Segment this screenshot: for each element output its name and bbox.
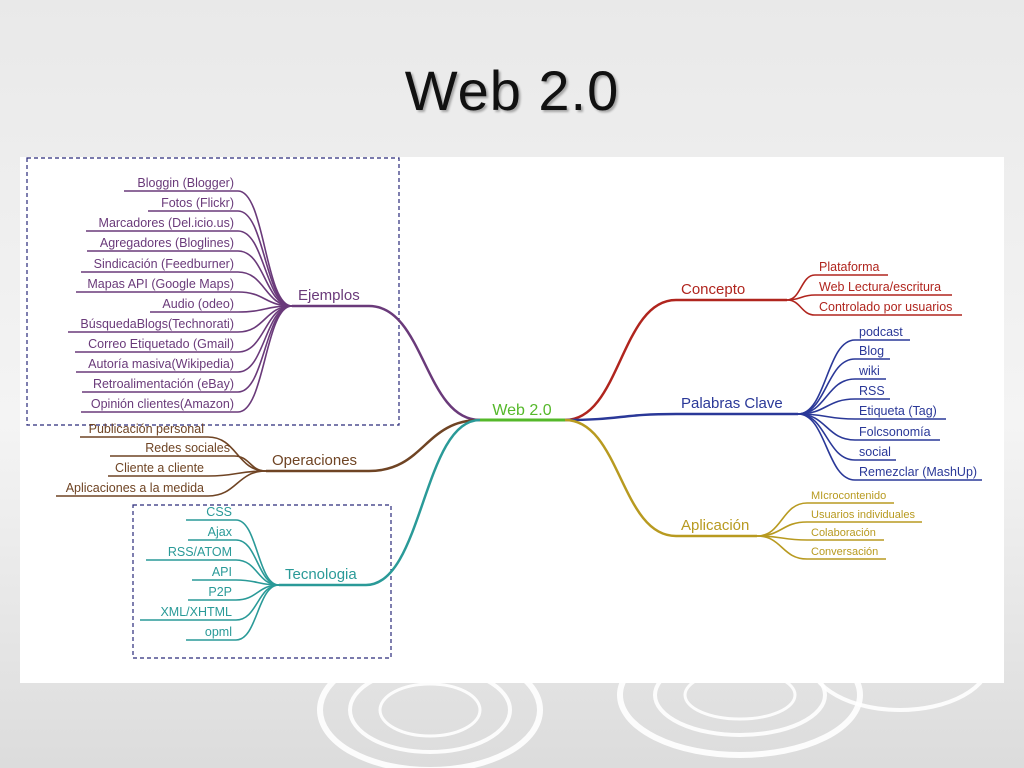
ejemplos-branch-edge <box>368 304 481 422</box>
operaciones-node-label: Operaciones <box>272 452 357 469</box>
operaciones-leaf-edge <box>233 455 267 472</box>
concepto-leaf-edge <box>786 274 816 301</box>
palabras-leaf-edge <box>797 378 856 415</box>
ejemplos-leaf-edge <box>237 305 293 413</box>
palabras-item: social <box>859 445 891 459</box>
tecnologia-group-box <box>132 504 392 659</box>
palabras-item: Remezclar (MashUp) <box>859 465 977 479</box>
tecnologia-item: Ajax <box>208 525 233 539</box>
palabras-branch-edge <box>564 412 677 422</box>
tecnologia-leaf-edge <box>235 584 280 621</box>
mindmap-panel: Web 2.0 Ejemplos Bloggin (Blogger) Fotos (F… <box>20 157 1004 683</box>
palabras-leaf-edge <box>797 413 856 481</box>
ejemplos-leaf-edge <box>237 305 293 353</box>
aplicacion-item: Colaboración <box>811 527 876 539</box>
tecnologia-leaf-edge <box>235 584 280 641</box>
ejemplos-leaf-edge <box>237 210 293 307</box>
concepto-item: Web Lectura/escritura <box>819 280 941 294</box>
tecnologia-item: API <box>212 565 232 579</box>
palabras-item: podcast <box>859 325 903 339</box>
tecnologia-item: RSS/ATOM <box>168 545 232 559</box>
ejemplos-group-box <box>26 157 400 426</box>
ejemplos-leaf-edge <box>237 190 293 307</box>
tecnologia-leaf-edge <box>235 539 280 586</box>
aplicacion-leaf-edge <box>756 521 808 537</box>
ejemplos-item: Correo Etiquetado (Gmail) <box>88 337 234 351</box>
concepto-leaf-edge <box>786 294 816 301</box>
ejemplos-item: BúsquedaBlogs(Technorati) <box>80 317 234 331</box>
aplicacion-leaf-edge <box>756 502 808 537</box>
tecnologia-item: P2P <box>208 585 232 599</box>
tecnologia-item: CSS <box>206 505 232 519</box>
center-node-label: Web 2.0 <box>492 402 551 419</box>
ejemplos-item: Bloggin (Blogger) <box>137 176 234 190</box>
ejemplos-item: Marcadores (Del.icio.us) <box>99 216 234 230</box>
ejemplos-item: Retroalimentación (eBay) <box>93 377 234 391</box>
aplicacion-item: Conversación <box>811 546 878 558</box>
ejemplos-item: Sindicación (Feedburner) <box>94 257 234 271</box>
palabras-item: Folcsonomía <box>859 425 931 439</box>
operaciones-leaf-edge <box>207 470 267 497</box>
ejemplos-item: Autoría masiva(Wikipedia) <box>88 357 234 371</box>
palabras-item: RSS <box>859 384 885 398</box>
ejemplos-item: Opinión clientes(Amazon) <box>91 397 234 411</box>
palabras-item: Etiqueta (Tag) <box>859 404 937 418</box>
tecnologia-item: opml <box>205 625 232 639</box>
operaciones-item: Redes sociales <box>145 441 230 455</box>
slide-title: Web 2.0 <box>404 59 620 122</box>
tecnologia-leaf-edge <box>235 519 280 586</box>
concepto-item: Plataforma <box>819 260 879 274</box>
concepto-leaf-edge <box>786 299 816 316</box>
concepto-branch-edge <box>564 298 677 422</box>
concepto-node-label: Concepto <box>681 281 745 298</box>
operaciones-item: Aplicaciones a la medida <box>66 481 204 495</box>
ejemplos-item: Mapas API (Google Maps) <box>87 277 234 291</box>
aplicacion-branch-edge <box>564 418 677 538</box>
palabras-item: wiki <box>858 364 880 378</box>
ejemplos-item: Audio (odeo) <box>162 297 234 311</box>
ejemplos-item: Fotos (Flickr) <box>161 196 234 210</box>
tecnologia-node-label: Tecnologia <box>285 566 357 583</box>
concepto-item: Controlado por usuarios <box>819 300 952 314</box>
palabras-leaf-edge <box>797 339 856 415</box>
ejemplos-node-label: Ejemplos <box>298 287 360 304</box>
ejemplos-item: Agregadores (Bloglines) <box>100 236 234 250</box>
aplicacion-leaf-edge <box>756 535 808 560</box>
aplicacion-node-label: Aplicación <box>681 517 749 534</box>
tecnologia-item: XML/XHTML <box>160 605 232 619</box>
palabras-item: Blog <box>859 344 884 358</box>
operaciones-item: Publicación personal <box>89 422 204 436</box>
operaciones-branch-edge <box>368 418 481 473</box>
palabras-node-label: Palabras Clave <box>681 395 783 412</box>
mindmap: Web 2.0 Ejemplos Bloggin (Blogger) Fotos (F… <box>26 157 982 659</box>
aplicacion-item: Usuarios individuales <box>811 509 915 521</box>
operaciones-item: Cliente a cliente <box>115 461 204 475</box>
palabras-leaf-edge <box>797 413 856 461</box>
aplicacion-item: MIcrocontenido <box>811 490 886 502</box>
tecnologia-branch-edge <box>365 418 481 587</box>
ejemplos-leaf-edge <box>237 230 293 307</box>
